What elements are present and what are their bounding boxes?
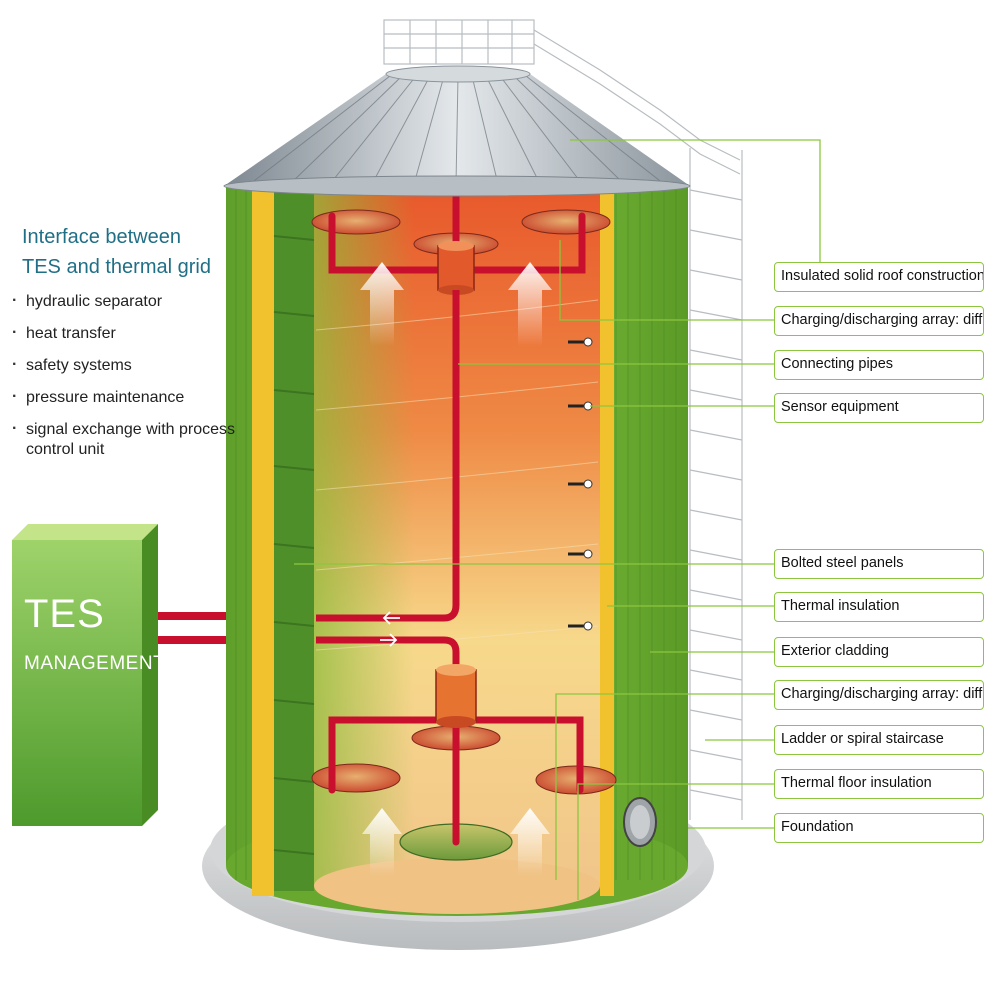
manhole — [623, 797, 657, 847]
bullet-item: pressure maintenance — [10, 387, 240, 408]
bolted-steel-panels — [273, 186, 315, 891]
interface-bullet-list: hydraulic separator heat transfer safety… — [10, 291, 240, 472]
tes-management-subtitle: MANAGEMENT — [24, 653, 166, 674]
label-exterior-cladding: Exterior cladding — [774, 637, 984, 667]
spiral-staircase — [383, 19, 743, 820]
tes-management-title: TES — [24, 592, 105, 636]
label-upper-diffusors: Charging/discharging array: diffusors — [774, 306, 984, 336]
tes-management-box — [12, 524, 158, 826]
connecting-pipe-arrows — [380, 611, 400, 647]
interface-heading: Interface between TES and thermal grid — [22, 222, 252, 282]
interface-heading-line-1: Interface between — [22, 226, 181, 248]
sensor-equipment — [568, 340, 586, 628]
label-thermal-insulation: Thermal insulation — [774, 592, 984, 622]
lower-diffusor-array — [311, 664, 617, 861]
label-insulated-roof: Insulated solid roof construction — [774, 262, 984, 292]
flow-arrows — [360, 262, 552, 876]
connecting-pipes — [316, 290, 460, 668]
label-bolted-steel-panels: Bolted steel panels — [774, 549, 984, 579]
label-staircase: Ladder or spiral staircase — [774, 725, 984, 755]
label-connecting-pipes: Connecting pipes — [774, 350, 984, 380]
label-floor-insulation: Thermal floor insulation — [774, 769, 984, 799]
bullet-item: signal exchange with process control uni… — [10, 419, 240, 460]
bullet-item: hydraulic separator — [10, 291, 240, 312]
insulated-solid-roof — [223, 65, 691, 197]
label-lower-diffusors: Charging/discharging array: diffusors — [774, 680, 984, 710]
label-foundation: Foundation — [774, 813, 984, 843]
leader-lines — [294, 139, 821, 900]
bullet-item: heat transfer — [10, 323, 240, 344]
tes-management-link — [150, 612, 226, 644]
bullet-item: safety systems — [10, 355, 240, 376]
label-sensor-equipment: Sensor equipment — [774, 393, 984, 423]
interface-heading-line-2: TES and thermal grid — [22, 256, 211, 278]
